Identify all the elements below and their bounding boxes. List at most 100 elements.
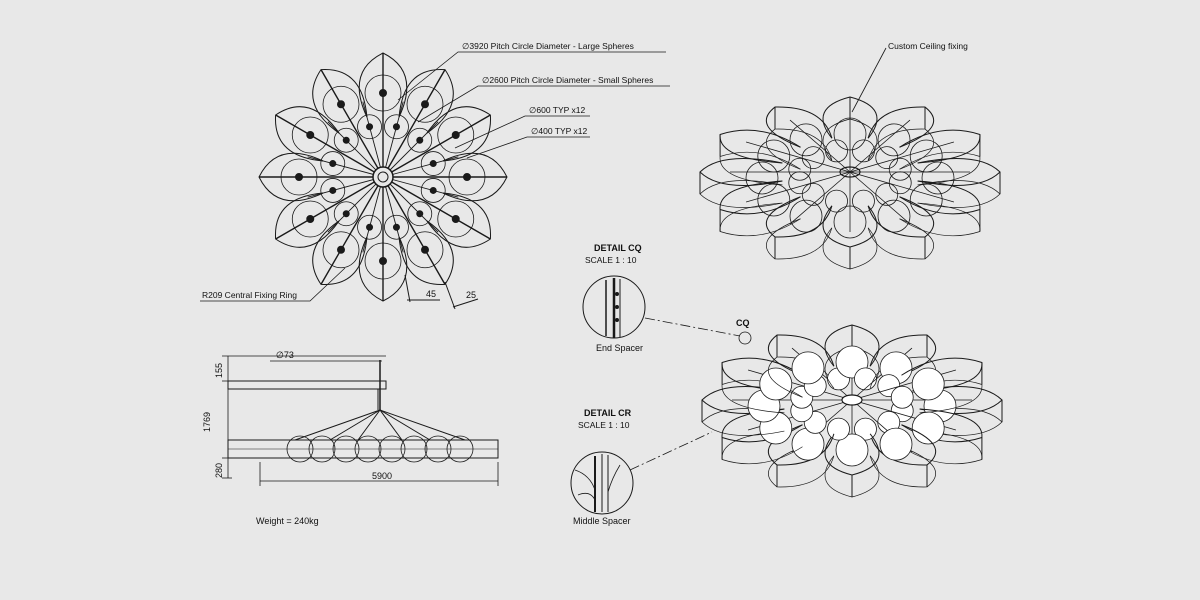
iso-small-sphere [801,146,825,170]
small-sphere [357,214,382,240]
iso-large-sphere [759,367,793,401]
plan-view [258,52,508,310]
dim-1769-label: 1769 [202,412,212,432]
sphere-hub [379,257,387,265]
iso-small-sphere [888,157,912,181]
iso-large-sphere [789,123,823,157]
dim-155-label: 155 [214,363,224,378]
sphere-hub [329,186,337,194]
sphere-hub [295,173,303,181]
iso-spoke [745,171,851,203]
large-sphere [437,200,475,238]
rod-diameter-label: ∅73 [276,350,294,360]
sphere-hub [421,100,429,109]
detail-cr-scale: SCALE 1 : 10 [578,420,630,430]
iso-band [867,218,934,260]
large-sphere [364,242,402,280]
large-sphere [291,116,329,154]
iso-small-sphere [788,171,812,195]
elevation-sphere [286,435,314,463]
sphere-hub [306,131,315,139]
sphere-hub [329,160,337,168]
plan-spoke [327,176,384,233]
iso-spoke [849,119,911,173]
elevation-sphere [308,435,336,463]
ceiling-fixing-leader [851,47,887,113]
sphere-hub [416,210,424,218]
large-sphere [291,200,329,238]
fixing-ring-label: R209 Central Fixing Ring [202,290,297,300]
central-fixing-ring [372,166,394,188]
iso-large-sphere [833,205,867,239]
dim-5900-label: 5900 [372,471,392,481]
elevation-sphere [354,435,382,463]
sphere-hub [429,186,437,194]
sphere-hub [342,136,350,144]
detail-cr-caption: Middle Spacer [573,516,631,526]
iso-small-sphere [827,417,850,441]
sphere-hub [342,210,350,218]
iso-spoke [849,141,955,173]
iso-petal [899,129,981,164]
iso-band [899,151,981,186]
plan-spoke [382,69,446,178]
elevation-arms [294,409,466,441]
elevation-spheres [286,435,474,463]
central-fixing-ring-inner [377,171,389,183]
plan-spoke [382,101,404,178]
sphere-hub [337,245,345,254]
small-spheres-label: ∅2600 Pitch Circle Diameter - Small Sphe… [482,75,653,85]
iso-small-sphere [888,171,912,195]
iso-spoke [849,171,955,203]
iso-spoke [849,171,911,225]
iso-hub [841,394,863,406]
dim-45-label: 45 [426,289,436,299]
plan-spoke [362,176,384,253]
detail-cq-view [582,275,752,345]
plan-spoke [327,121,384,178]
small-sphere [333,201,359,227]
small-sphere [384,114,409,140]
plan-spoke [382,176,446,285]
detail-cr-view [570,431,713,515]
detail-cq-title: DETAIL CQ [594,243,642,253]
sphere-hub [366,223,374,231]
plan-spoke [275,176,384,240]
sphere-hub [366,123,374,131]
plan-spoke [382,121,439,178]
elevation-sphere [378,435,406,463]
small-sphere [320,151,346,176]
iso-petal [719,129,801,164]
plan-spheres [280,74,486,280]
iso-large-sphere [757,139,791,173]
elevation-sphere [400,435,428,463]
large-sphere [406,231,444,269]
detail-cq-marker: CQ [736,318,750,328]
plan-spoke [382,114,491,178]
iso-small-sphere [801,182,825,206]
sphere-hub [337,100,345,109]
iso-large-sphere [877,123,911,157]
iso-large-sphere [835,433,869,467]
detail-cq-scale: SCALE 1 : 10 [585,255,637,265]
sphere-hub [451,215,460,223]
iso-small-sphere [890,385,914,409]
plan-spoke [382,156,459,178]
small-sphere [407,127,433,153]
plan-spoke [382,176,491,240]
large-sphere [322,85,360,123]
large-sphere [322,231,360,269]
plan-spokes [259,53,507,301]
sphere-hub [421,245,429,254]
plan-spoke [320,69,384,178]
sphere-hub [306,215,315,223]
small-sphere [420,151,446,176]
elevation-sphere [446,435,474,463]
sphere-hub [451,131,460,139]
detail-cr-title: DETAIL CR [584,408,632,418]
plan-spoke [307,176,384,198]
iso-spoke [789,171,851,225]
iso-band [766,128,833,170]
iso-large-sphere [921,161,955,195]
